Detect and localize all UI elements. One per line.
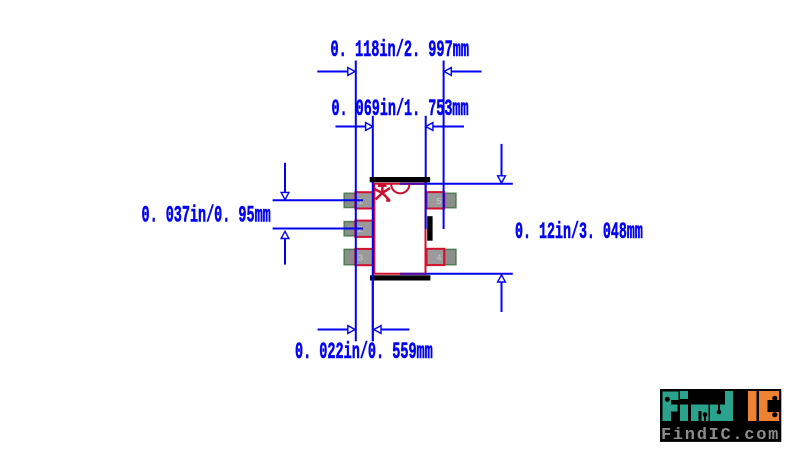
svg-text:0. 022in/0. 559mm: 0. 022in/0. 559mm [295,339,433,366]
svg-text:5: 5 [436,196,442,207]
svg-text:3: 3 [358,252,364,263]
svg-text:0. 037in/0. 95mm: 0. 037in/0. 95mm [142,202,271,229]
svg-text:FindIC.com: FindIC.com [661,426,780,445]
svg-text:2: 2 [358,224,364,235]
svg-text:0. 069in/1. 753mm: 0. 069in/1. 753mm [332,95,469,122]
svg-text:1: 1 [358,196,364,207]
svg-text:0. 12in/3. 048mm: 0. 12in/3. 048mm [515,218,643,245]
svg-text:4: 4 [436,252,442,263]
svg-text:0. 118in/2. 997mm: 0. 118in/2. 997mm [331,36,470,63]
